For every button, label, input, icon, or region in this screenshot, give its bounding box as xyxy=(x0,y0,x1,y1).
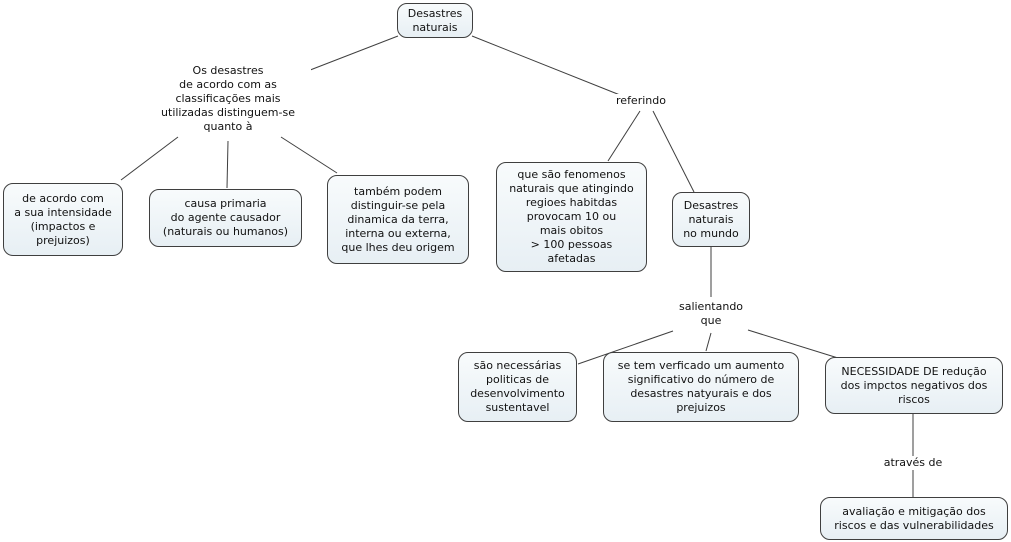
connection-line xyxy=(577,330,674,365)
concept-node-aumento[interactable]: se tem verficado um aumento significativ… xyxy=(603,352,799,422)
concept-node-avaliacao[interactable]: avaliação e mitigação dos riscos e das v… xyxy=(820,497,1008,540)
link-label-atraves-de[interactable]: através de xyxy=(873,456,953,470)
link-label-referindo[interactable]: referindo xyxy=(601,94,681,108)
connection-line xyxy=(607,110,641,162)
connection-line xyxy=(652,110,695,193)
connection-line xyxy=(471,35,621,96)
concept-node-fenomenos[interactable]: que são fenomenos naturais que atingindo… xyxy=(496,162,647,272)
connection-line xyxy=(747,329,839,359)
concept-node-intensidade[interactable]: de acordo com a sua intensidade (impacto… xyxy=(3,183,123,256)
link-label-classificacao[interactable]: Os desastres de acordo com as classifica… xyxy=(145,64,311,134)
concept-node-politicas[interactable]: são necessárias politicas de desenvolvim… xyxy=(458,352,577,422)
connection-line xyxy=(705,332,712,352)
connection-line xyxy=(226,140,229,189)
link-label-salientando[interactable]: salientando que xyxy=(671,300,751,328)
concept-node-necessidade[interactable]: NECESSIDADE DE redução dos impctos negat… xyxy=(825,357,1003,414)
connection-line xyxy=(280,136,338,174)
connection-line xyxy=(120,136,179,181)
concept-node-desastres-no-mundo[interactable]: Desastres naturais no mundo xyxy=(672,192,750,247)
connection-line xyxy=(304,35,399,73)
concept-node-causa-primaria[interactable]: causa primaria do agente causador (natur… xyxy=(149,189,302,247)
concept-node-dinamica[interactable]: também podem distinguir-se pela dinamica… xyxy=(327,175,469,264)
concept-node-desastres-naturais[interactable]: Desastres naturais xyxy=(397,3,473,38)
